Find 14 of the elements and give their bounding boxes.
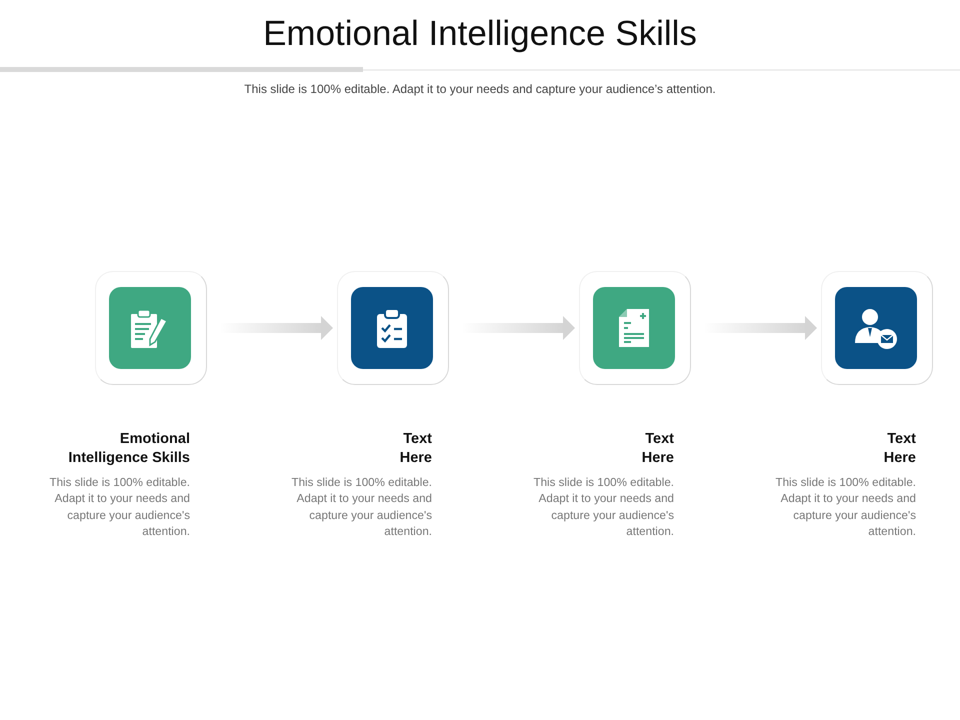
icon-card (337, 271, 449, 385)
step-description: This slide is 100% editable. Adapt it to your needs and capture your audience's attention. (48, 475, 190, 540)
icon-card (821, 271, 933, 385)
subtitle-text: This slide is 100% editable. Adapt it to your needs and capture your audience’s attention. (243, 82, 717, 96)
step-heading: Text Here (640, 430, 674, 468)
step-heading: Text Here (398, 430, 432, 468)
icon-card (579, 271, 691, 385)
step-heading: Text Here (882, 430, 916, 468)
slide-title: Emotional Intelligence Skills (262, 13, 698, 55)
step-description: This slide is 100% editable. Adapt it to your needs and capture your audience's attention. (532, 475, 674, 540)
step-description: This slide is 100% editable. Adapt it to your needs and capture your audience's attention. (290, 475, 432, 540)
icon-card (95, 271, 207, 385)
step-heading: Emotional Intelligence Skills (67, 430, 190, 468)
step-description: This slide is 100% editable. Adapt it to your needs and capture your audience's attention. (774, 475, 916, 540)
